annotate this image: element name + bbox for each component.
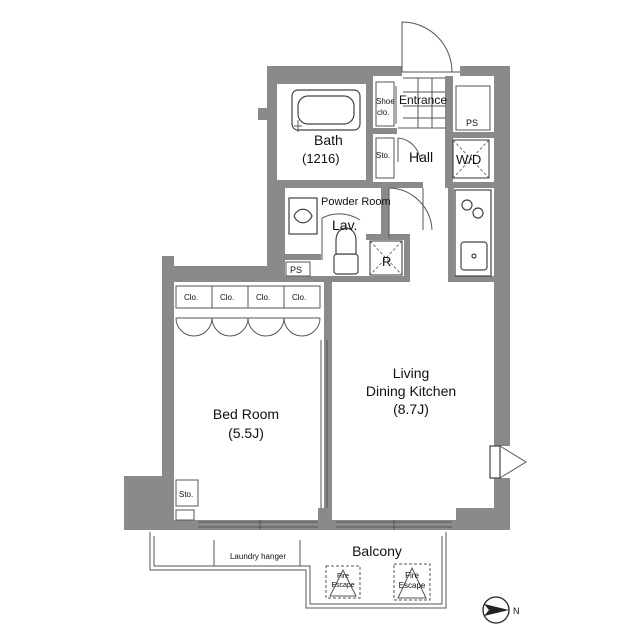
washer-dryer-label: W/D	[456, 152, 481, 167]
bedroom-storage-label: Sto.	[179, 490, 193, 499]
shoe-closet-door[interactable]	[375, 81, 397, 127]
fire-escape-hatch-2	[393, 563, 431, 601]
laundry-hanger-label: Laundry hanger	[230, 552, 286, 561]
balcony	[149, 532, 447, 609]
hall-label: Hall	[409, 149, 433, 165]
north-compass-icon: N	[482, 596, 520, 624]
window-right[interactable]	[489, 445, 527, 479]
fire-escape-1-label-a: Fire	[337, 573, 349, 580]
hall-door[interactable]	[388, 187, 433, 238]
balcony-windows[interactable]	[198, 520, 452, 530]
closet-doors[interactable]	[175, 317, 321, 337]
compass-north-label: N	[513, 606, 520, 616]
dining-kitchen-label: Dining Kitchen	[366, 383, 456, 399]
closet-label-2: Clo.	[220, 293, 234, 302]
bathtub	[291, 89, 361, 131]
room-labels: Entrance Shoe clo. PS Bath (1216) Sto. H…	[179, 93, 481, 590]
ps-top-box	[455, 85, 491, 131]
bedroom-label: Bed Room	[213, 406, 279, 422]
bedroom-size-label: (5.5J)	[228, 425, 264, 441]
kitchen-sink	[460, 241, 488, 271]
shoe-closet-label-2: clo.	[377, 108, 389, 117]
hall-storage-label: Sto.	[376, 151, 390, 160]
fire-escape-2-label-b: Escape	[399, 581, 426, 590]
closets	[175, 285, 321, 309]
ps-mid-label: PS	[290, 265, 302, 275]
living-label: Living	[393, 365, 430, 381]
washer-dryer-space	[452, 139, 490, 179]
powder-room-door[interactable]	[321, 213, 361, 260]
faucet-icon	[294, 120, 302, 132]
ps-top-label: PS	[466, 118, 478, 128]
sliding-door-bedroom[interactable]	[320, 340, 328, 508]
living-size-label: (8.7J)	[393, 401, 429, 417]
bedroom-storage	[175, 479, 199, 521]
ps-mid-box	[285, 261, 311, 277]
exterior-walls	[124, 66, 510, 530]
bath-label: Bath	[314, 132, 343, 148]
entrance-steps	[398, 77, 445, 129]
bath-size-label: (1216)	[302, 151, 340, 166]
closet-label-1: Clo.	[184, 293, 198, 302]
fire-escape-2-label-a: Fire	[405, 571, 419, 580]
powder-room-label: Powder Room	[321, 196, 391, 208]
hall-storage-door[interactable]	[375, 137, 421, 179]
interior-walls	[174, 76, 494, 524]
refrigerator-space	[369, 240, 403, 276]
refrigerator-label: R	[382, 254, 391, 269]
stove-icon	[461, 199, 484, 219]
lavatory-label: Lav.	[332, 217, 357, 233]
entrance-label: Entrance	[399, 93, 447, 107]
balcony-label: Balcony	[352, 543, 402, 559]
fire-escape-1-label-b: Escape	[331, 582, 354, 589]
shoe-closet-label-1: Shoe	[376, 97, 395, 106]
closet-label-4: Clo.	[292, 293, 306, 302]
toilet-icon	[333, 227, 359, 275]
fire-escape-hatch-1	[325, 565, 361, 599]
closet-label-3: Clo.	[256, 293, 270, 302]
wash-basin	[288, 197, 318, 235]
entrance-door[interactable]	[401, 21, 460, 73]
